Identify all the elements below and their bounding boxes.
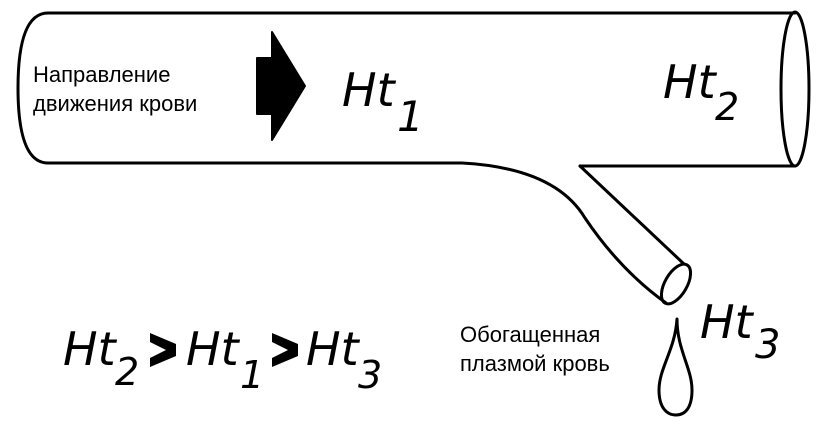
greater-than-icon-2 [272, 333, 298, 367]
flow-arrow-icon [256, 31, 306, 141]
term-ht3-subscript: 3 [358, 353, 382, 397]
ht1-label: Ht 1 [342, 63, 424, 141]
inequality-term-ht1: Ht 1 [186, 322, 264, 397]
flow-label-line1: Направление [33, 62, 170, 87]
term-ht2-subscript: 2 [115, 350, 139, 394]
term-ht3-base: Ht [306, 322, 361, 376]
ht3-base: Ht [700, 295, 755, 349]
ht2-label: Ht 2 [663, 55, 739, 129]
term-ht1-base: Ht [186, 322, 241, 376]
branch-vessel-outline [460, 161, 686, 305]
plasma-label: Обогащенная плазмой кровь [460, 322, 610, 376]
plasma-label-line1: Обогащенная [460, 322, 600, 347]
flow-label: Направление движения крови [33, 62, 197, 116]
droplet-icon [657, 317, 694, 417]
ht1-base: Ht [342, 63, 397, 117]
term-ht1-subscript: 1 [240, 353, 264, 397]
inequality-term-ht3: Ht 3 [306, 322, 382, 397]
main-vessel-outline [16, 11, 797, 168]
term-ht2-base: Ht [63, 322, 118, 376]
inequality-term-ht2: Ht 2 [63, 322, 139, 394]
ht3-label: Ht 3 [700, 295, 780, 368]
ht2-subscript: 2 [715, 85, 739, 129]
flow-label-line2: движения крови [33, 91, 197, 116]
branch-end-opening [659, 262, 693, 306]
ht2-base: Ht [663, 55, 718, 109]
ht1-subscript: 1 [397, 92, 424, 141]
hematocrit-inequality: Ht 2 Ht 1 Ht 3 [63, 322, 382, 397]
plasma-label-line2: плазмой кровь [460, 351, 610, 376]
vessel-end-opening [779, 10, 811, 168]
greater-than-icon-1 [150, 333, 176, 367]
ht3-subscript: 3 [755, 322, 780, 368]
